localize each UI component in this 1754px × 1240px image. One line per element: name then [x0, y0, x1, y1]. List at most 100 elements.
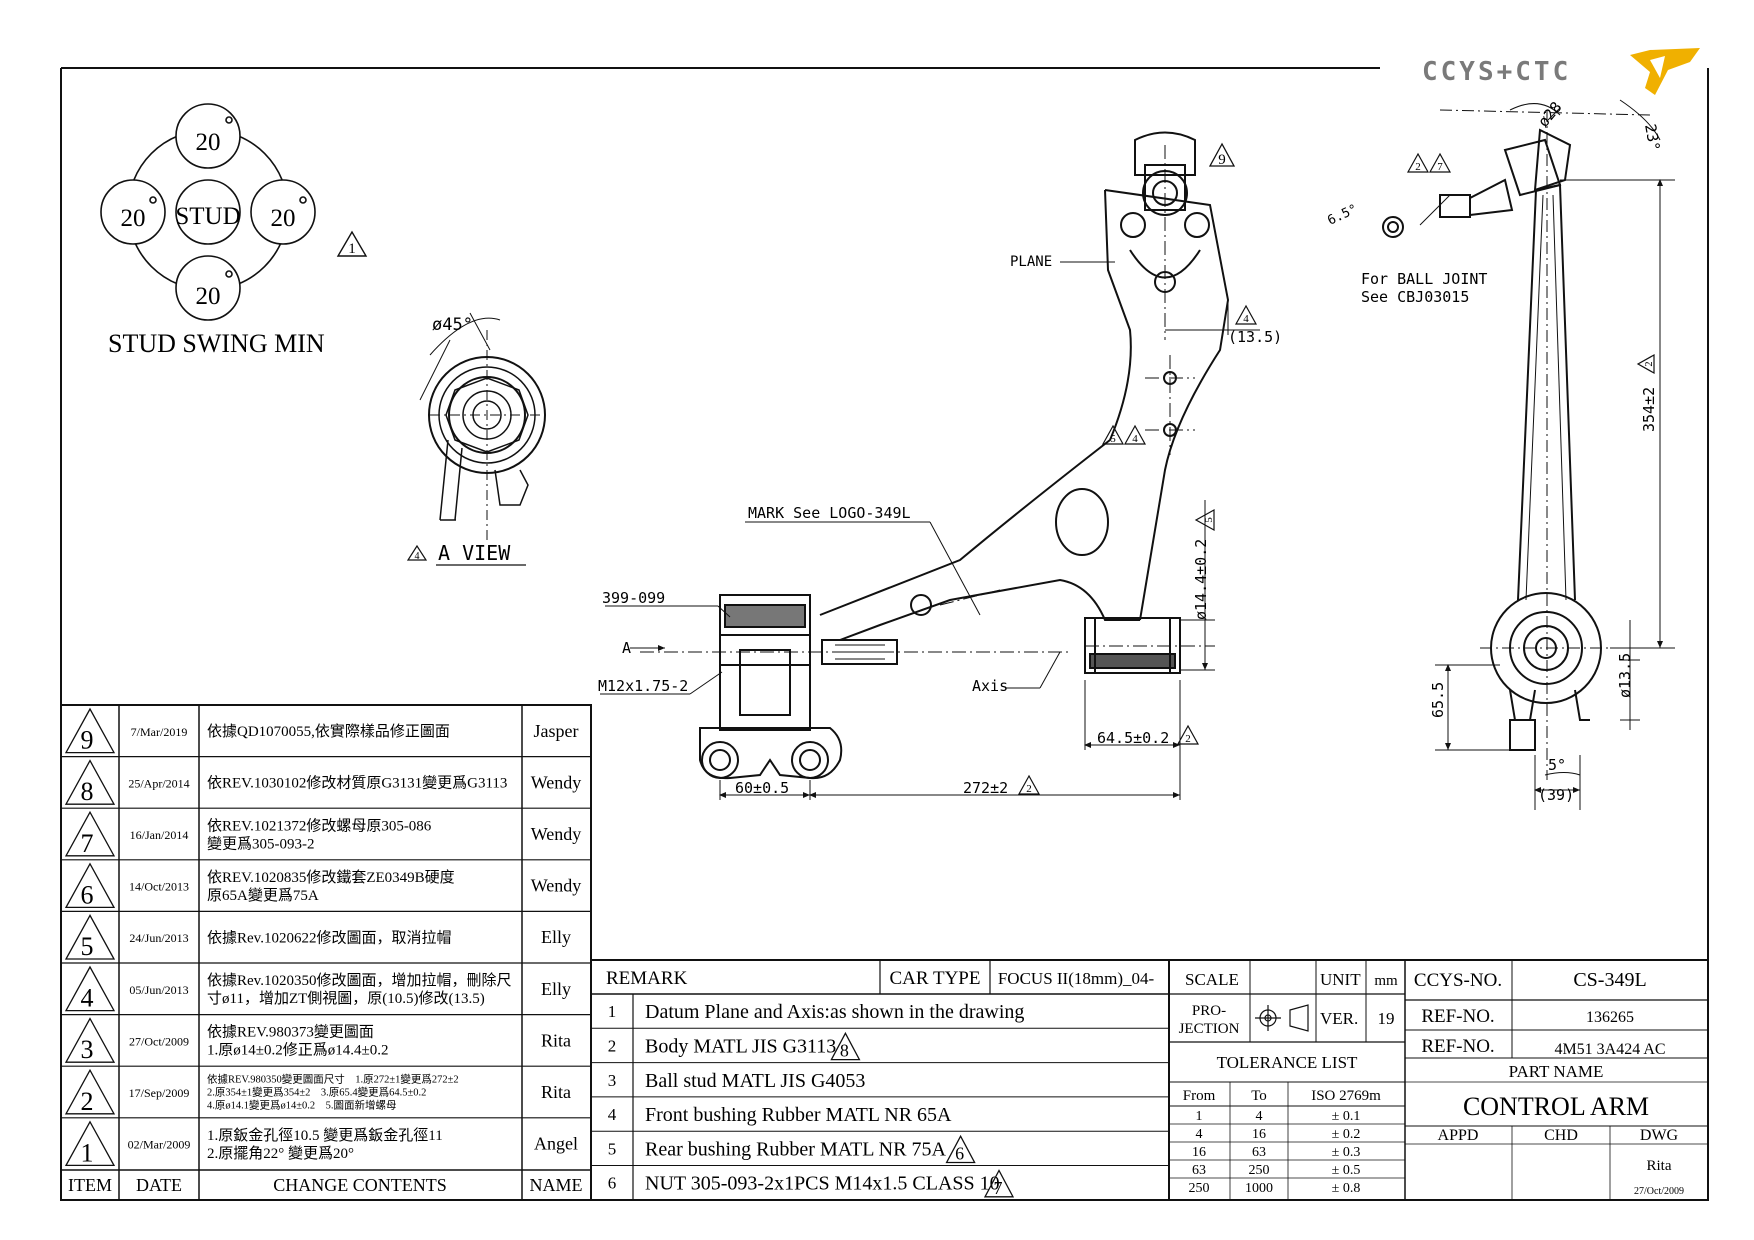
- svg-text:5: 5: [1203, 517, 1215, 523]
- revision-date: 16/Jan/2014: [130, 828, 189, 842]
- projection-label-2: JECTION: [1179, 1021, 1240, 1037]
- side-dim-354: 354±2: [1640, 387, 1658, 432]
- projection-symbol-icon: [1255, 1004, 1309, 1032]
- revision-date: 24/Jun/2013: [129, 931, 188, 945]
- remark-row: 4 Front bushing Rubber MATL NR 65A: [591, 1096, 1169, 1126]
- tol-head-iso: ISO 2769m: [1311, 1088, 1381, 1104]
- remark-text: NUT 305-093-2x1PCS M14x1.5 CLASS 10: [645, 1173, 1000, 1195]
- remark-text: Front bushing Rubber MATL NR 65A: [645, 1104, 952, 1126]
- dwg-label: DWG: [1640, 1127, 1679, 1144]
- revision-date: 27/Oct/2009: [129, 1034, 189, 1048]
- dim-272: 272±2: [963, 779, 1008, 797]
- axis-label: Axis: [972, 677, 1008, 695]
- main-dimensions: [600, 261, 1260, 800]
- revision-date: 05/Jun/2013: [129, 983, 188, 997]
- revision-content-line: 依據QD1070055,依實際樣品修正圖面: [207, 722, 450, 740]
- stud-right-angle: 20: [271, 205, 296, 232]
- dwg-date: 27/Oct/2009: [1634, 1186, 1684, 1197]
- side-dim-354-triangle-icon: 2: [1636, 353, 1655, 375]
- tolerance-to: 63: [1252, 1145, 1266, 1160]
- tolerance-to: 250: [1249, 1163, 1270, 1178]
- remark-number: 6: [608, 1174, 617, 1193]
- rev-header-item: ITEM: [68, 1175, 112, 1195]
- remark-number: 5: [608, 1139, 617, 1158]
- remark-text: Rear bushing Rubber MATL NR 75A: [645, 1138, 946, 1160]
- revision-item: 7: [81, 829, 94, 858]
- side-dim-65: 65.5: [1429, 682, 1447, 718]
- remark-mark-triangle-icon: 8: [830, 1031, 861, 1061]
- revision-date: 17/Sep/2009: [129, 1086, 190, 1100]
- tol-head-to: To: [1251, 1088, 1267, 1104]
- a-view-angle: ø45°: [432, 315, 473, 335]
- tolerance-from: 63: [1192, 1163, 1206, 1178]
- company-logo: CCYS+CTC: [1422, 48, 1700, 95]
- revision-row: 2 17/Sep/2009 依據REV.980350變更圖面尺寸 1.原272±1變…: [61, 1065, 591, 1116]
- remark-mark-triangle-icon: 6: [945, 1134, 976, 1164]
- rev-header-date: DATE: [136, 1175, 182, 1195]
- a-view-title: 4 A VIEW: [406, 541, 526, 566]
- ref-value-1: 136265: [1586, 1009, 1634, 1026]
- revision-content-line: 依據Rev.1020622修改圖面，取消拉帽: [207, 929, 451, 946]
- mark-4-triangle-icon: 4: [1123, 424, 1147, 445]
- unit-value: mm: [1374, 973, 1398, 989]
- side-dim-13: ø13.5: [1616, 653, 1634, 698]
- ver-value: 19: [1378, 1009, 1395, 1028]
- revision-content-line: 依REV.1020835修改鐵套ZE0349B硬度: [207, 868, 455, 886]
- thread-label: M12x1.75-2: [598, 677, 688, 695]
- revision-name: Wendy: [531, 824, 582, 844]
- revision-item: 4: [81, 984, 94, 1013]
- side-mark-7-triangle-icon: 7: [1428, 152, 1452, 173]
- dim-13-triangle-icon: 4: [1234, 304, 1258, 325]
- revision-name: Wendy: [531, 772, 582, 792]
- revision-content-line: 依據REV.980350變更圖面尺寸 1.原272±1變更爲272±2: [207, 1073, 459, 1086]
- ref-label-1: REF-NO.: [1421, 1006, 1494, 1027]
- part-name: CONTROL ARM: [1463, 1092, 1649, 1121]
- revision-content-line: 原65A變更爲75A: [207, 887, 319, 904]
- revision-date: 02/Mar/2009: [128, 1138, 191, 1152]
- tolerance-value: ± 0.2: [1332, 1127, 1361, 1142]
- svg-text:8: 8: [840, 1041, 849, 1061]
- revision-item: 5: [81, 932, 94, 961]
- remark-text: Datum Plane and Axis:as shown in the dra…: [645, 1001, 1024, 1023]
- tolerance-to: 1000: [1245, 1181, 1273, 1196]
- revision-date: 7/Mar/2019: [131, 725, 188, 739]
- revision-item: 2: [81, 1087, 94, 1116]
- stud-swing-title: STUD SWING MIN: [108, 329, 325, 358]
- tolerance-to: 16: [1252, 1127, 1266, 1142]
- side-dimensions: [1419, 99, 1675, 810]
- mark-logo-label: MARK See LOGO-349L: [748, 504, 911, 522]
- remark-number: 4: [608, 1105, 617, 1124]
- revision-date: 25/Apr/2014: [128, 776, 189, 790]
- stud-bottom-angle: 20: [196, 283, 221, 310]
- svg-text:2: 2: [1026, 783, 1032, 795]
- stud-label: STUD: [175, 203, 240, 230]
- side-angle-23: 23°: [1641, 123, 1663, 153]
- revision-triangle-icon: 1: [336, 230, 368, 257]
- revision-name: Rita: [541, 1082, 571, 1102]
- revision-content-line: 依REV.1021372修改螺母原305-086: [207, 817, 432, 834]
- revision-name: Jasper: [534, 721, 579, 741]
- dim-64-triangle-icon: 2: [1176, 724, 1200, 745]
- dwg-name: Rita: [1647, 1158, 1672, 1174]
- tolerance-value: ± 0.3: [1332, 1145, 1361, 1160]
- appd-label: APPD: [1438, 1127, 1479, 1144]
- revision-name: Angel: [534, 1134, 578, 1154]
- svg-text:2: 2: [1185, 733, 1191, 745]
- svg-text:2: 2: [1644, 362, 1655, 367]
- remark-number: 1: [608, 1002, 617, 1021]
- revision-content-line: 依據Rev.1020350修改圖面，增加拉帽，刪除尺: [207, 972, 511, 989]
- ball-joint-line-1: For BALL JOINT: [1361, 270, 1487, 288]
- revision-content-line: 依據REV.980373變更圖面: [207, 1024, 374, 1041]
- centerlines: [640, 145, 1215, 653]
- svg-text:4: 4: [1132, 433, 1138, 445]
